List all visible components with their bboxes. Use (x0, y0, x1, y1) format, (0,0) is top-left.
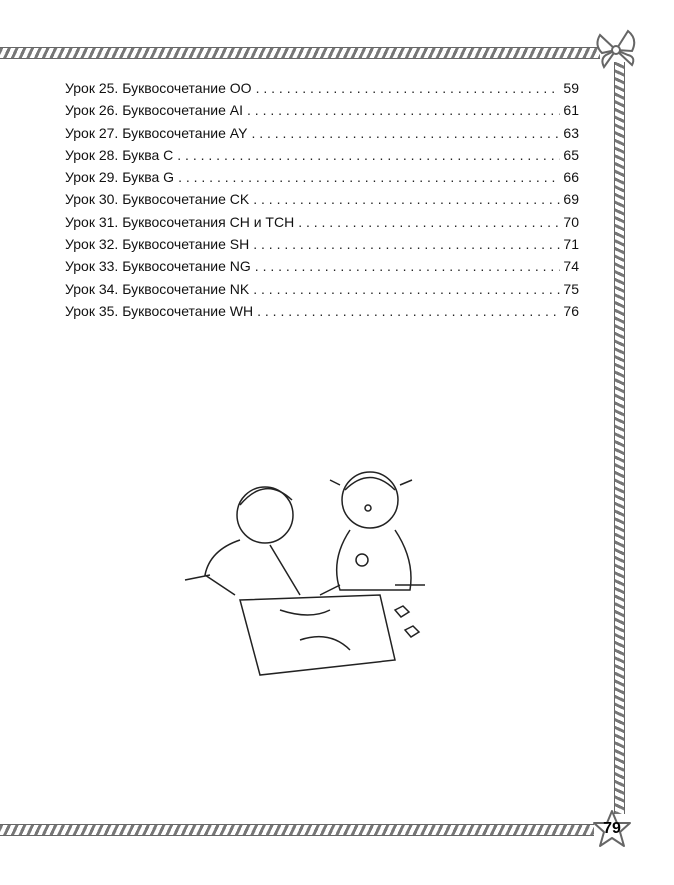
dot-leader (255, 258, 561, 274)
toc-entry-page: 70 (563, 213, 579, 230)
toc-entry-title: Урок 30. Буквосочетание CK (65, 191, 250, 208)
bow-icon (596, 29, 636, 69)
dot-leader (247, 102, 560, 118)
toc-entry-page: 65 (563, 146, 579, 163)
toc-entry-page: 71 (563, 236, 579, 253)
toc-entry[interactable]: Урок 34. Буквосочетание NK 75 (65, 281, 579, 303)
dot-leader (253, 236, 560, 252)
toc-entry-page: 66 (563, 169, 579, 186)
dot-leader (253, 191, 560, 207)
dot-leader (178, 169, 560, 185)
toc-entry[interactable]: Урок 31. Буквосочетания CH и TCH 70 (65, 214, 579, 236)
toc-entry[interactable]: Урок 25. Буквосочетание OO 59 (65, 80, 579, 102)
toc-entry-title: Урок 25. Буквосочетание OO (65, 80, 252, 96)
toc-entry[interactable]: Урок 26. Буквосочетание AI 61 (65, 102, 579, 124)
star-page-badge-icon (593, 810, 631, 847)
toc-entry-title: Урок 32. Буквосочетание SH (65, 236, 250, 253)
toc-entry[interactable]: Урок 27. Буквосочетание AY 63 (65, 125, 579, 147)
toc-entry[interactable]: Урок 35. Буквосочетание WH 76 (65, 303, 579, 325)
toc-entry[interactable]: Урок 33. Буквосочетание NG 74 (65, 258, 579, 280)
children-puzzle-illustration (184, 471, 425, 676)
toc-entry-page: 61 (563, 102, 579, 119)
dot-leader (298, 214, 560, 230)
toc-entry[interactable]: Урок 32. Буквосочетание SH 71 (65, 236, 579, 258)
toc-entry[interactable]: Урок 30. Буквосочетание CK 69 (65, 191, 579, 213)
toc-entry-page: 69 (563, 191, 579, 208)
toc-entry-page: 74 (563, 258, 579, 275)
dot-leader (253, 281, 560, 297)
dot-leader (257, 303, 560, 319)
toc-entry-page: 63 (563, 124, 579, 141)
toc-entry-title: Урок 33. Буквосочетание NG (65, 258, 251, 275)
top-rope-border (0, 47, 600, 59)
toc-entry-title: Урок 26. Буквосочетание AI (65, 102, 244, 119)
toc-entry-title: Урок 27. Буквосочетание AY (65, 124, 248, 141)
dot-leader (251, 125, 560, 141)
toc-entry-title: Урок 35. Буквосочетание WH (65, 302, 254, 319)
toc-entry[interactable]: Урок 28. Буква C 65 (65, 147, 579, 169)
toc-entry-page: 75 (563, 280, 579, 297)
toc-entry-title: Урок 34. Буквосочетание NK (65, 280, 250, 297)
bottom-rope-border (0, 824, 594, 836)
toc-entry-title: Урок 29. Буква G (65, 169, 175, 186)
right-rope-border (614, 62, 625, 814)
toc-entry-page: 59 (563, 80, 579, 96)
toc-entry-page: 76 (563, 302, 579, 319)
toc-entry-title: Урок 31. Буквосочетания CH и TCH (65, 213, 295, 230)
toc-entry-title: Урок 28. Буква C (65, 146, 174, 163)
dot-leader (177, 147, 560, 163)
page-number: 79 (603, 820, 621, 837)
dot-leader (256, 80, 561, 96)
toc-entry[interactable]: Урок 29. Буква G 66 (65, 169, 579, 191)
